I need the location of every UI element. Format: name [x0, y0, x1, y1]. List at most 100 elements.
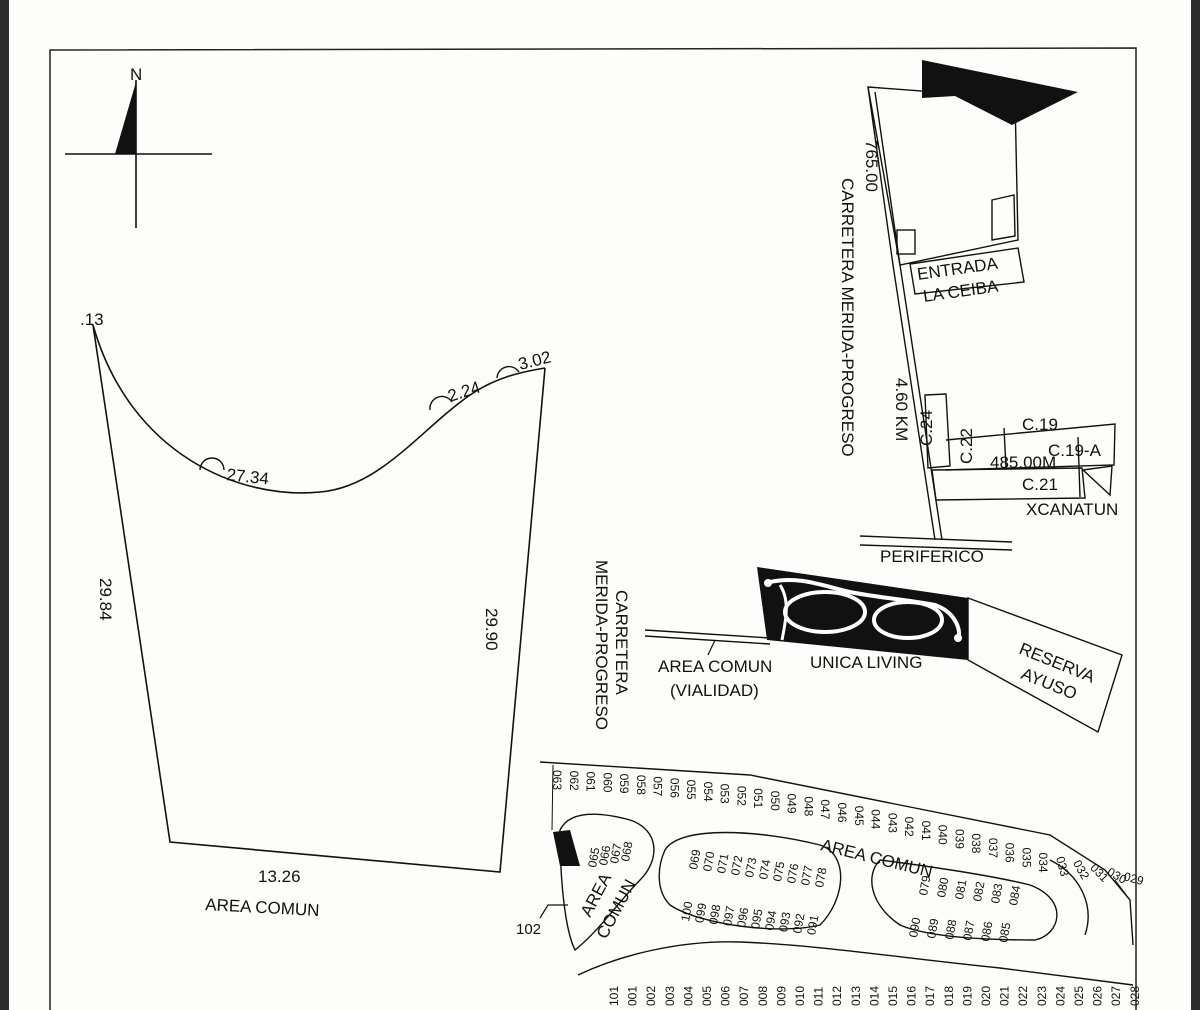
lot-number-label: 101 [607, 986, 621, 1006]
lot-number-label: 034 [1036, 853, 1050, 873]
xcanatun-label: XCANATUN [1026, 500, 1118, 519]
lot-number-label: 014 [867, 986, 881, 1006]
lot-number-label: 052 [734, 786, 748, 806]
lot-number-label: 077 [798, 864, 815, 886]
road-name-label: CARRETERA MERIDA-PROGRESO [838, 178, 857, 457]
leader-102-line [539, 904, 568, 919]
lot-number-label: 059 [617, 774, 631, 794]
lot-number-label: 023 [1035, 986, 1049, 1006]
lot-number-label: 038 [969, 833, 983, 853]
lot-number-label: 066 [596, 844, 613, 866]
lot-number-label: 089 [924, 917, 941, 939]
location-map [859, 86, 1116, 551]
distance-485-label: 485.00M [990, 453, 1056, 472]
lot-number-label: 092 [790, 912, 807, 934]
parcel-outline [92, 324, 546, 873]
lot-number-label: 002 [644, 986, 658, 1006]
lot-number-label: 001 [626, 986, 640, 1006]
sheet-frame [49, 47, 1137, 1010]
parcel-arc-main: 27.34 [226, 465, 270, 488]
lot-number-label: 078 [812, 866, 829, 888]
lot-number-label: 074 [756, 858, 773, 880]
lot-number-label: 041 [919, 821, 933, 841]
lot-number-label: 091 [804, 914, 821, 936]
lot-number-label: 061 [584, 771, 598, 791]
lot-number-label: 010 [793, 986, 807, 1006]
lot-number-label: 046 [835, 803, 849, 823]
lot-number-label: 037 [986, 838, 1000, 858]
lot-number-label: 062 [567, 771, 581, 791]
lot-number-label: 036 [1003, 843, 1017, 863]
arc-symbol-icon [496, 365, 520, 379]
lot-number-label: 076 [784, 862, 801, 884]
unica-living-label: UNICA LIVING [810, 653, 922, 672]
parcel-right-side: 29.90 [482, 608, 501, 651]
lot-number-label: 090 [906, 916, 923, 938]
lot-number-label: 056 [667, 778, 681, 798]
site-road-label-2: MERIDA-PROGRESO [592, 560, 611, 730]
lot-number-label: 047 [818, 799, 832, 819]
lot-number-label: 096 [734, 906, 751, 928]
lot-number-label: 070 [700, 850, 717, 872]
lot-number-label: 016 [905, 986, 919, 1006]
lot-number-label: 042 [902, 817, 916, 837]
lot-number-label: 095 [748, 908, 765, 930]
parcel-bottom-side: 13.26 [258, 867, 301, 886]
lot-number-label: 017 [923, 986, 937, 1006]
arc-symbol-icon [429, 395, 453, 411]
lot-number-label: 088 [942, 918, 959, 940]
lot-number-label: 049 [785, 793, 799, 813]
lot-number-label: 045 [852, 806, 866, 826]
lot-plan-dark-lot [553, 830, 580, 866]
lot-number-label: 098 [706, 903, 723, 925]
lot-number-label: 075 [770, 860, 787, 882]
c19a-label: C.19-A [1048, 441, 1102, 460]
c21-label: C.21 [1022, 475, 1058, 494]
lot-number-label: 033 [1053, 855, 1072, 878]
lot-number-label: 012 [830, 986, 844, 1006]
lot-number-label: 065 [585, 846, 602, 868]
lot-number-label: 058 [634, 775, 648, 795]
lot-number-label: 051 [751, 788, 765, 808]
lot-number-label: 013 [849, 986, 863, 1006]
lot-number-label: 028 [1128, 986, 1142, 1006]
lot-plan-top-dividers [551, 764, 1131, 901]
site-vialidad-label: (VIALIDAD) [670, 681, 759, 700]
parcel-bottom-note: AREA COMUN [205, 895, 320, 920]
lot-number-label: 072 [728, 854, 745, 876]
lot-number-label: 081 [952, 878, 969, 900]
lot-number-label: 008 [756, 986, 770, 1006]
lot-number-label: 027 [1109, 986, 1123, 1006]
c19-label: C.19 [1022, 415, 1058, 434]
lot-number-label: 082 [970, 880, 987, 902]
lot-number-label: 011 [812, 987, 826, 1006]
lot-number-label: 039 [952, 829, 966, 849]
lot-number-label: 050 [768, 791, 782, 811]
lot-number-label: 040 [936, 825, 950, 845]
arc-symbol-icon [199, 457, 225, 471]
lot-center-left: 0690700710720730740750760770781000990980… [678, 848, 829, 936]
lot-number-label: 044 [869, 809, 883, 829]
north-label: N [130, 65, 142, 84]
parcel-corner-label: .13 [80, 310, 104, 329]
lot-number-label: 048 [801, 796, 815, 816]
lot-number-label: 021 [998, 986, 1012, 1006]
lot-number-label: 069 [686, 848, 703, 870]
lot-number-label: 099 [692, 902, 709, 924]
north-arrow-icon [65, 80, 212, 228]
km-marker-label: 4.60 KM [892, 378, 911, 441]
site-area-comun-label: AREA COMUN [658, 657, 772, 676]
parcel-arc-small-1: 2.24 [445, 378, 482, 406]
lot-number-label: 004 [681, 986, 695, 1006]
lot-number-label: 079 [916, 874, 933, 896]
lot-number-label: 094 [762, 909, 779, 931]
lot-number-label: 060 [600, 772, 614, 792]
lot-number-label: 087 [960, 919, 977, 941]
periferico-label: PERIFERICO [880, 547, 984, 566]
road-distance-label: 765.00 [862, 140, 881, 192]
